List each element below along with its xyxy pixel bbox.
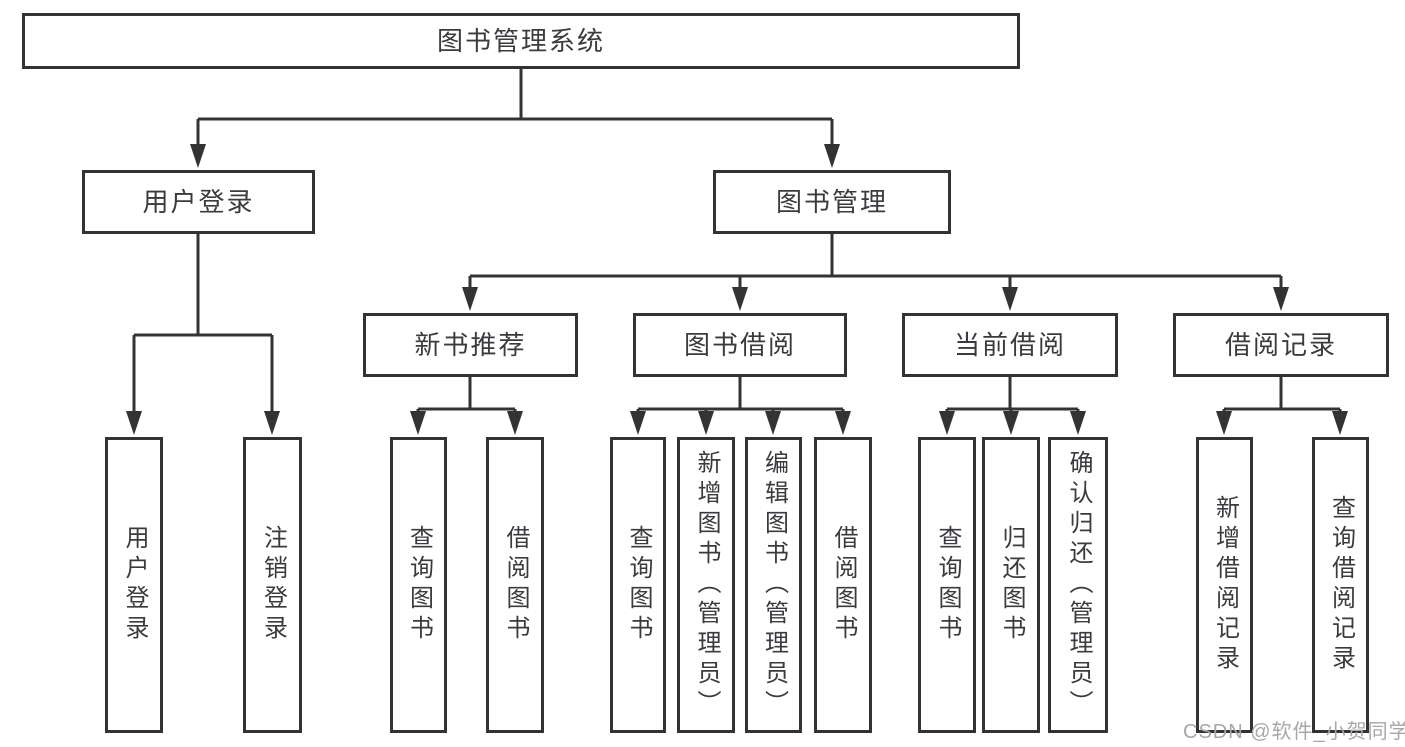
- node-leaf-edit-book-admin: 编辑图书（管理员）: [745, 437, 802, 733]
- node-leaf-borrow-books-2: 借阅图书: [814, 437, 872, 733]
- node-leaf-edit-book-admin-label: 编辑图书（管理员）: [760, 450, 788, 720]
- node-user-login: 用户登录: [82, 170, 315, 234]
- watermark: CSDN @软件_小贺同学: [1183, 721, 1405, 743]
- node-leaf-add-book-admin-label: 新增图书（管理员）: [693, 450, 720, 720]
- node-leaf-logout: 注销登录: [243, 437, 302, 733]
- node-root-label: 图书管理系统: [436, 26, 605, 56]
- node-leaf-user-login-label: 用户登录: [121, 525, 148, 645]
- node-leaf-confirm-return-admin-label: 确认归还（管理员）: [1065, 450, 1092, 720]
- node-leaf-borrow-books-1: 借阅图书: [486, 437, 544, 733]
- node-leaf-query-books-2: 查询图书: [610, 437, 666, 733]
- node-borrowing-records: 借阅记录: [1173, 313, 1389, 377]
- node-leaf-borrow-books-1-label: 借阅图书: [502, 525, 529, 645]
- node-leaf-query-books-3: 查询图书: [918, 437, 976, 733]
- node-current-borrowing-label: 当前借阅: [953, 330, 1066, 360]
- node-leaf-return-book-label: 归还图书: [998, 525, 1025, 645]
- node-new-book-recommend: 新书推荐: [363, 313, 578, 377]
- node-book-borrowing: 图书借阅: [633, 313, 847, 377]
- node-book-management: 图书管理: [713, 170, 951, 234]
- node-leaf-add-book-admin: 新增图书（管理员）: [677, 437, 735, 733]
- node-root: 图书管理系统: [22, 13, 1020, 69]
- node-leaf-query-borrow-record-label: 查询借阅记录: [1327, 495, 1355, 675]
- node-leaf-query-books-1: 查询图书: [390, 437, 447, 733]
- node-current-borrowing: 当前借阅: [902, 313, 1118, 377]
- node-book-management-label: 图书管理: [775, 187, 888, 217]
- node-leaf-query-borrow-record: 查询借阅记录: [1312, 437, 1369, 733]
- node-leaf-return-book: 归还图书: [982, 437, 1040, 733]
- node-leaf-add-borrow-record: 新增借阅记录: [1196, 437, 1253, 733]
- node-borrowing-records-label: 借阅记录: [1224, 330, 1337, 360]
- node-leaf-logout-label: 注销登录: [259, 525, 287, 645]
- node-leaf-query-books-1-label: 查询图书: [405, 525, 433, 645]
- node-leaf-query-books-3-label: 查询图书: [934, 525, 961, 645]
- node-leaf-add-borrow-record-label: 新增借阅记录: [1211, 495, 1239, 675]
- node-leaf-borrow-books-2-label: 借阅图书: [830, 525, 857, 645]
- node-leaf-confirm-return-admin: 确认归还（管理员）: [1048, 437, 1108, 733]
- node-user-login-label: 用户登录: [142, 187, 255, 217]
- node-new-book-recommend-label: 新书推荐: [414, 330, 527, 360]
- node-leaf-query-books-2-label: 查询图书: [625, 525, 652, 645]
- node-leaf-user-login: 用户登录: [105, 437, 163, 733]
- node-book-borrowing-label: 图书借阅: [683, 330, 796, 360]
